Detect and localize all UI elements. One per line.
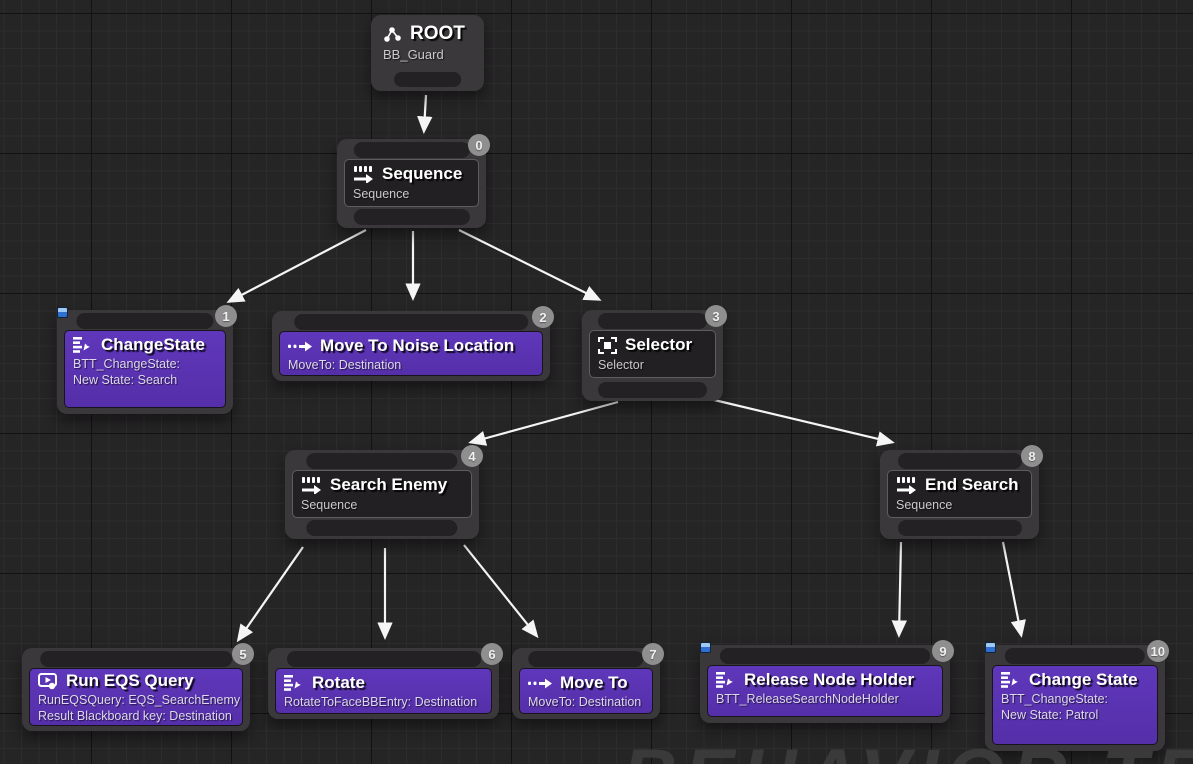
- input-pin[interactable]: [720, 648, 930, 664]
- node-subtitle: Sequence: [301, 498, 358, 512]
- bt-node-rotate[interactable]: 6 Rotate RotateToFaceBBEntry: Destinatio…: [268, 643, 503, 719]
- execution-order-badge: 7: [642, 643, 664, 665]
- move-to-icon: [288, 341, 312, 352]
- bt-node-move-to[interactable]: 7 Move To MoveTo: Destination: [512, 643, 664, 719]
- blue-marker-icon: [57, 307, 68, 318]
- graph-type-watermark: BEHAVIOR TREE: [622, 733, 1193, 764]
- execution-order-badge: 4: [461, 445, 483, 467]
- execution-order-badge: 6: [481, 643, 503, 665]
- output-pin[interactable]: [597, 382, 708, 398]
- node-subtitle: MoveTo: Destination: [528, 695, 642, 709]
- node-subtitle: BB_Guard: [383, 47, 444, 62]
- edge-selector-searchenemy: [468, 400, 619, 446]
- input-pin[interactable]: [40, 651, 232, 667]
- blue-marker-icon: [700, 642, 711, 653]
- input-pin[interactable]: [76, 313, 214, 329]
- edge-endsearch-changestate: [1001, 541, 1026, 638]
- node-title: Move To: [560, 673, 628, 692]
- bt-node-selector[interactable]: 3 Selector Selector: [582, 305, 727, 401]
- node-subtitle: Selector: [598, 358, 644, 372]
- node-detail-line: RunEQSQuery: EQS_SearchEnemy: [38, 693, 241, 707]
- node-title: Sequence: [382, 164, 463, 183]
- node-detail-line: BTT_ChangeState:: [73, 357, 181, 371]
- selector-icon: [598, 336, 617, 355]
- node-subtitle: Sequence: [353, 187, 410, 201]
- node-title: Run EQS Query: [66, 671, 194, 690]
- edge-searchenemy-eqs: [236, 546, 304, 643]
- input-pin[interactable]: [353, 142, 470, 158]
- input-pin[interactable]: [528, 651, 644, 667]
- task-icon: [716, 672, 736, 688]
- node-title: Search Enemy: [330, 475, 448, 494]
- output-pin[interactable]: [306, 520, 458, 536]
- bt-node-search-enemy[interactable]: 4 Search Enemy Sequence: [285, 445, 483, 539]
- node-detail-line: New State: Search: [73, 373, 178, 387]
- edge-root-sequence: [417, 94, 433, 134]
- blue-marker-icon: [985, 642, 996, 653]
- eqs-query-icon: [38, 672, 58, 690]
- bt-node-sequence[interactable]: 0 Sequence Sequence: [337, 134, 490, 228]
- bt-node-move-to-noise-location[interactable]: 2 Move To Noise Location MoveTo: Destina…: [272, 306, 554, 381]
- move-to-icon: [528, 678, 552, 689]
- output-pin[interactable]: [393, 72, 462, 87]
- node-subtitle: RotateToFaceBBEntry: Destination: [284, 695, 478, 709]
- input-pin[interactable]: [597, 313, 708, 329]
- task-icon: [73, 337, 93, 353]
- execution-order-badge: 8: [1021, 445, 1043, 467]
- root-graph-icon: [383, 26, 402, 43]
- sequence-icon: [896, 476, 917, 494]
- execution-order-badge: 1: [215, 305, 237, 327]
- execution-order-badge: 9: [932, 640, 954, 662]
- sequence-icon: [353, 165, 374, 183]
- input-pin[interactable]: [286, 651, 481, 667]
- node-title: Move To Noise Location: [320, 336, 515, 355]
- input-pin[interactable]: [306, 453, 458, 469]
- input-pin[interactable]: [1004, 648, 1146, 664]
- node-detail-line: Result Blackboard key: Destination: [38, 709, 232, 723]
- output-pin[interactable]: [353, 209, 470, 225]
- input-pin[interactable]: [897, 453, 1022, 469]
- execution-order-badge: 2: [532, 306, 554, 328]
- edge-selector-endsearch: [709, 397, 895, 447]
- node-detail-line: New State: Patrol: [1001, 708, 1099, 722]
- sequence-icon: [301, 476, 322, 494]
- node-detail-line: BTT_ChangeState:: [1001, 692, 1109, 706]
- task-icon: [1001, 672, 1021, 688]
- node-title: ChangeState: [101, 335, 205, 354]
- task-icon: [284, 675, 304, 691]
- node-title: ROOT: [410, 23, 465, 44]
- node-title: Selector: [625, 335, 693, 354]
- output-pin[interactable]: [897, 520, 1022, 536]
- edge-searchenemy-moveto: [463, 544, 539, 639]
- bt-node-root[interactable]: ROOT BB_Guard: [371, 15, 484, 91]
- node-subtitle: BTT_ReleaseSearchNodeHolder: [716, 692, 899, 706]
- node-title: Rotate: [312, 673, 365, 692]
- execution-order-badge: 5: [232, 643, 254, 665]
- bt-node-run-eqs-query[interactable]: 5 Run EQS Query RunEQSQuery: EQS_SearchE…: [22, 643, 254, 731]
- node-title: Change State: [1029, 670, 1138, 689]
- node-title: End Search: [925, 475, 1019, 494]
- node-subtitle: MoveTo: Destination: [288, 358, 402, 372]
- bt-node-end-search[interactable]: 8 End Search Sequence: [880, 445, 1043, 539]
- execution-order-badge: 3: [705, 305, 727, 327]
- bt-node-change-state[interactable]: 10 Change State BTT_ChangeState: New Sta…: [985, 640, 1169, 751]
- input-pin[interactable]: [294, 314, 528, 330]
- node-subtitle: Sequence: [896, 498, 953, 512]
- execution-order-badge: 10: [1146, 640, 1169, 662]
- bt-node-changestate[interactable]: 1 ChangeState BTT_ChangeState: New State…: [57, 305, 237, 414]
- edge-sequence-changestate: [226, 229, 367, 303]
- edge-sequence-selector: [458, 229, 602, 301]
- edge-endsearch-release: [891, 541, 907, 638]
- execution-order-badge: 0: [468, 134, 490, 156]
- bt-node-release-node-holder[interactable]: 9 Release Node Holder BTT_ReleaseSearchN…: [700, 640, 954, 723]
- node-title: Release Node Holder: [744, 670, 915, 689]
